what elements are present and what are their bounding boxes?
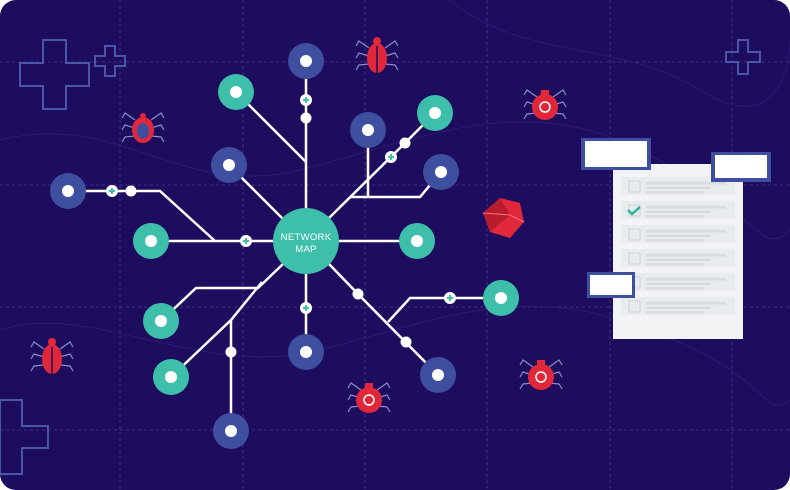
network-node-teal[interactable] bbox=[417, 95, 453, 131]
plus-junction-icon bbox=[240, 235, 252, 247]
speech-bubble bbox=[715, 155, 767, 178]
bug-icon bbox=[347, 382, 391, 413]
network-map-hub[interactable]: NETWORK MAP bbox=[273, 208, 339, 274]
network-node-teal[interactable] bbox=[143, 303, 179, 339]
bug-icon bbox=[121, 112, 165, 143]
plus-junction-icon bbox=[106, 185, 118, 197]
plus-junction-icon bbox=[300, 94, 312, 106]
plus-outline-icon bbox=[0, 399, 49, 475]
network-node-blue[interactable] bbox=[420, 357, 456, 393]
checklist-row bbox=[621, 249, 735, 267]
network-node-teal[interactable] bbox=[153, 359, 189, 395]
checklist-row bbox=[621, 297, 735, 315]
checklist-row bbox=[621, 177, 735, 195]
plus-junction-icon bbox=[385, 151, 397, 163]
network-node-blue[interactable] bbox=[213, 413, 249, 449]
checklist-row bbox=[621, 201, 735, 219]
checklist-row bbox=[621, 273, 735, 291]
plus-junction-icon bbox=[300, 302, 312, 314]
speech-bubble bbox=[590, 275, 632, 295]
hub-label-line2: MAP bbox=[295, 244, 317, 255]
plus-outline-icon bbox=[94, 45, 126, 77]
network-node-teal[interactable] bbox=[218, 74, 254, 110]
bug-icon bbox=[30, 338, 74, 374]
plus-junctions bbox=[106, 94, 456, 314]
bug-icon bbox=[355, 37, 399, 73]
plus-outline-icon bbox=[725, 39, 761, 75]
checklist-row bbox=[621, 225, 735, 243]
network-node-blue[interactable] bbox=[423, 154, 459, 190]
network-node-teal[interactable] bbox=[133, 223, 169, 259]
junction-dots bbox=[125, 112, 412, 358]
network-node-blue[interactable] bbox=[211, 147, 247, 183]
network-node-blue[interactable] bbox=[350, 112, 386, 148]
plus-junction-icon bbox=[444, 292, 456, 304]
speech-bubble bbox=[585, 141, 647, 167]
network-node-blue[interactable] bbox=[288, 334, 324, 370]
bug-icon bbox=[519, 359, 563, 390]
network-node-blue[interactable] bbox=[50, 173, 86, 209]
hub-label-line1: NETWORK bbox=[281, 232, 332, 243]
network-node-teal[interactable] bbox=[483, 280, 519, 316]
plus-outline-icons bbox=[0, 39, 761, 475]
checklist-document bbox=[581, 138, 771, 339]
red-gem-icon bbox=[482, 198, 525, 238]
network-node-blue[interactable] bbox=[288, 43, 324, 79]
network-node-teal[interactable] bbox=[399, 223, 435, 259]
plus-outline-icon bbox=[19, 39, 90, 110]
checkmark-icon bbox=[627, 206, 641, 216]
bug-icon bbox=[523, 89, 567, 120]
